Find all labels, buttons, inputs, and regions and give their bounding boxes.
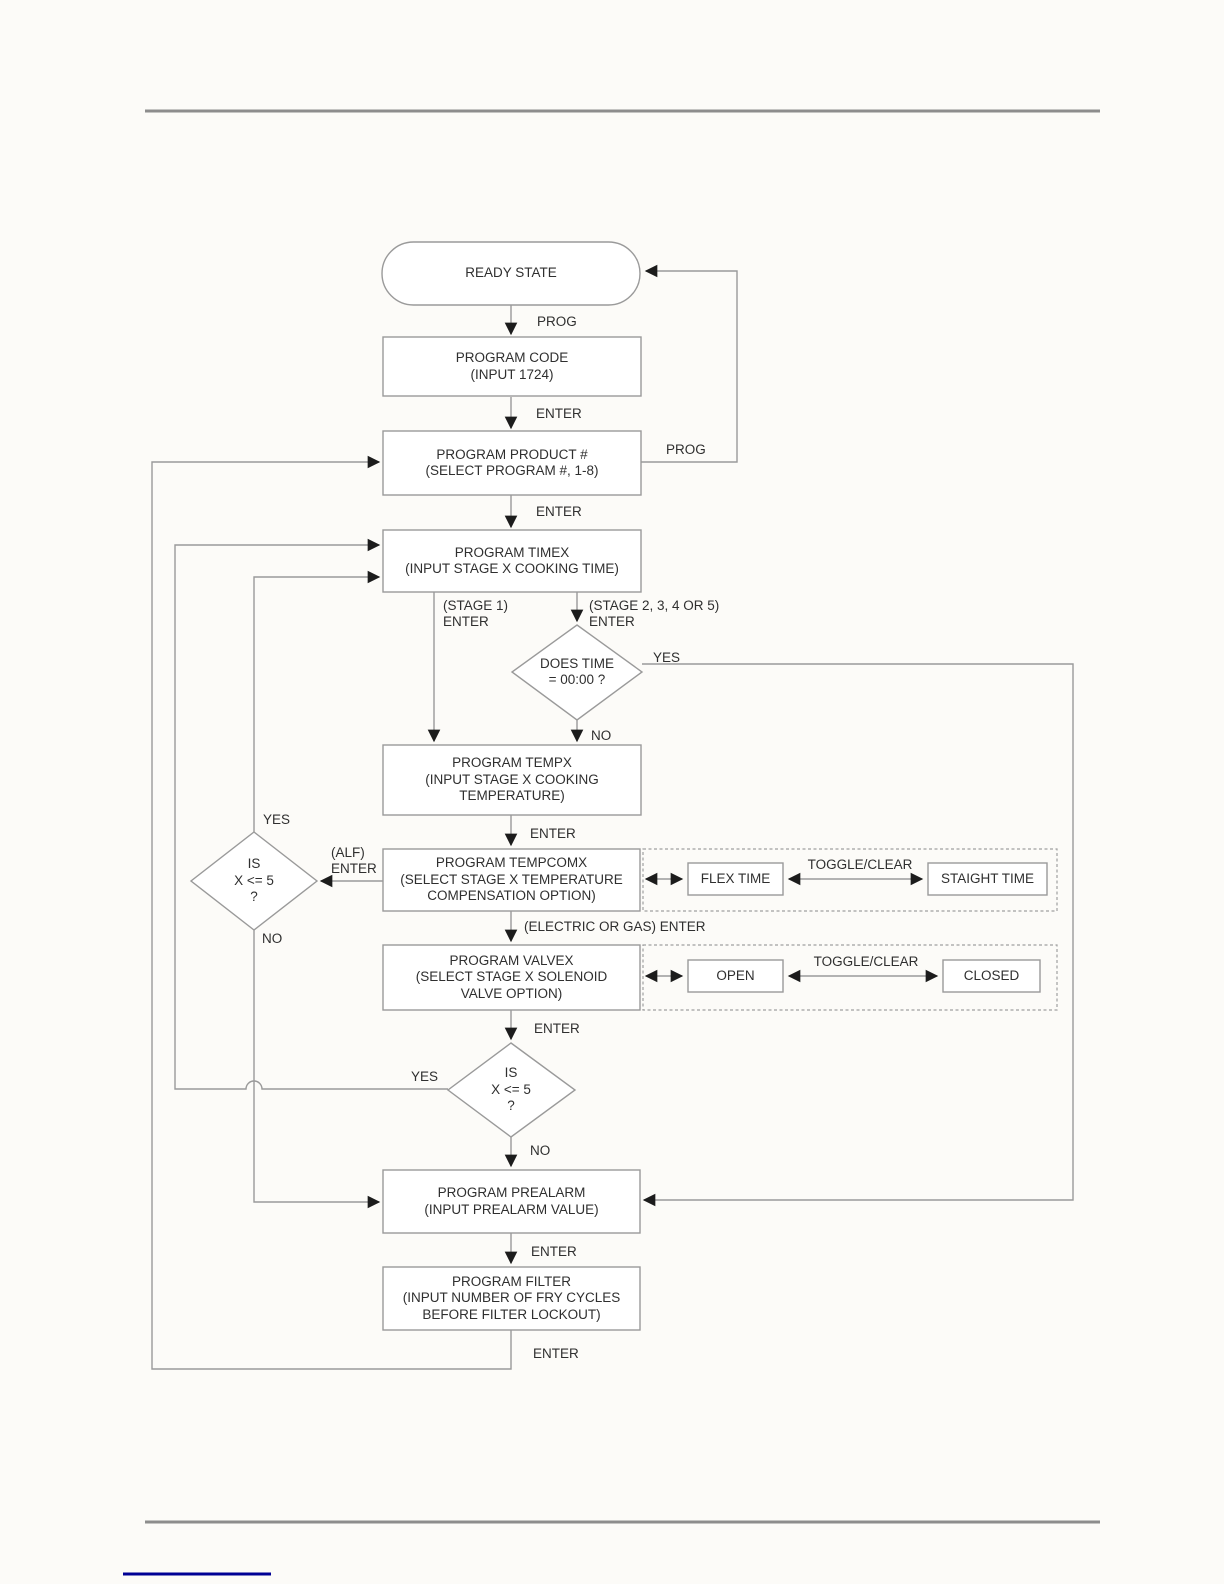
program-product-shape xyxy=(382,430,642,496)
yes-bottom-diamond-label: YES xyxy=(411,1069,439,1084)
tempcom-options-dashed-box xyxy=(642,848,1058,912)
stage2345-enter-label: (STAGE 2, 3, 4 OR 5) ENTER xyxy=(589,598,720,629)
enter-product-label: ENTER xyxy=(536,504,582,519)
program-tempcomx-shape xyxy=(382,848,641,912)
prog-top-label: PROG xyxy=(537,314,577,329)
edge-doestime-yes-to-prealarm xyxy=(642,663,1074,1207)
program-tempx-node: PROGRAM TEMPX (INPUT STAGE X COOKING TEM… xyxy=(425,755,599,804)
program-filter-shape xyxy=(382,1266,641,1331)
toggle-clear-2-label: TOGGLE/CLEAR xyxy=(813,954,919,969)
program-prealarm-shape xyxy=(382,1169,641,1234)
open-shape xyxy=(687,959,784,993)
flex-time-shape xyxy=(687,862,784,896)
is-x-le-5-bottom-diamond-shape xyxy=(446,1042,577,1138)
program-timex-shape xyxy=(382,529,642,593)
staight-time-node: STAIGHT TIME xyxy=(940,870,1034,886)
program-valvex-shape xyxy=(382,944,641,1011)
edge-prog-loop-to-ready xyxy=(641,264,738,463)
open-node: OPEN xyxy=(716,967,755,983)
ready-state-shape xyxy=(381,241,641,306)
alf-enter-label: (ALF) ENTER xyxy=(331,845,377,876)
prog-loop-label: PROG xyxy=(666,442,706,457)
dashed-option-groups xyxy=(642,848,1058,1011)
yes-does-time-label: YES xyxy=(653,650,681,665)
yes-left-diamond-label: YES xyxy=(263,812,291,827)
enter-prealarm-label: ENTER xyxy=(531,1244,577,1259)
closed-node: CLOSED xyxy=(963,967,1020,983)
no-does-time-label: NO xyxy=(591,728,612,743)
enter-tempx-label: ENTER xyxy=(530,826,576,841)
electric-gas-enter-label: (ELECTRIC OR GAS) ENTER xyxy=(524,919,706,934)
program-product-node: PROGRAM PRODUCT # (SELECT PROGRAM #, 1-8… xyxy=(425,446,599,479)
edge-filter-loop-to-product xyxy=(151,455,512,1370)
edge-leftdiamond-no-to-prealarm xyxy=(253,929,381,1209)
program-tempx-shape xyxy=(382,744,642,816)
valve-options-dashed-box xyxy=(642,944,1058,1011)
stage1-enter-label: (STAGE 1) ENTER xyxy=(443,598,509,629)
enter-bottom-loop-label: ENTER xyxy=(533,1346,579,1361)
program-tempcomx-node: PROGRAM TEMPCOMX (SELECT STAGE X TEMPERA… xyxy=(400,855,623,904)
connectors xyxy=(151,264,1074,1370)
no-bottom-diamond-label: NO xyxy=(530,1143,551,1158)
program-valvex-node: PROGRAM VALVEX (SELECT STAGE X SOLENOID … xyxy=(415,952,608,1001)
edge-leftdiamond-yes-to-timex xyxy=(253,570,381,832)
program-code-shape xyxy=(382,336,642,397)
program-timex-node: PROGRAM TIMEX (INPUT STAGE X COOKING TIM… xyxy=(405,544,619,577)
edge-bottomdiamond-yes-to-timex xyxy=(174,538,448,1090)
ready-state-node: READY STATE xyxy=(465,265,557,281)
is-x-le-5-left-node: IS X <= 5 ? xyxy=(234,856,274,905)
is-x-le-5-bottom-node: IS X <= 5 ? xyxy=(491,1065,531,1114)
flex-time-node: FLEX TIME xyxy=(700,870,771,886)
is-x-le-5-left-diamond-shape xyxy=(189,831,319,931)
program-filter-node: PROGRAM FILTER (INPUT NUMBER OF FRY CYCL… xyxy=(402,1273,621,1322)
does-time-diamond-node: DOES TIME = 00:00 ? xyxy=(539,655,614,688)
program-prealarm-node: PROGRAM PREALARM (INPUT PREALARM VALUE) xyxy=(424,1185,599,1217)
program-code-node: PROGRAM CODE (INPUT 1724) xyxy=(455,350,569,382)
closed-shape xyxy=(942,959,1041,993)
enter-code-label: ENTER xyxy=(536,406,582,421)
enter-valvex-label: ENTER xyxy=(534,1021,580,1036)
does-time-diamond-shape xyxy=(510,624,644,721)
toggle-clear-1-label: TOGGLE/CLEAR xyxy=(807,857,913,872)
node-shapes xyxy=(189,241,1048,1331)
no-left-diamond-label: NO xyxy=(262,931,283,946)
staight-time-shape xyxy=(927,862,1048,896)
